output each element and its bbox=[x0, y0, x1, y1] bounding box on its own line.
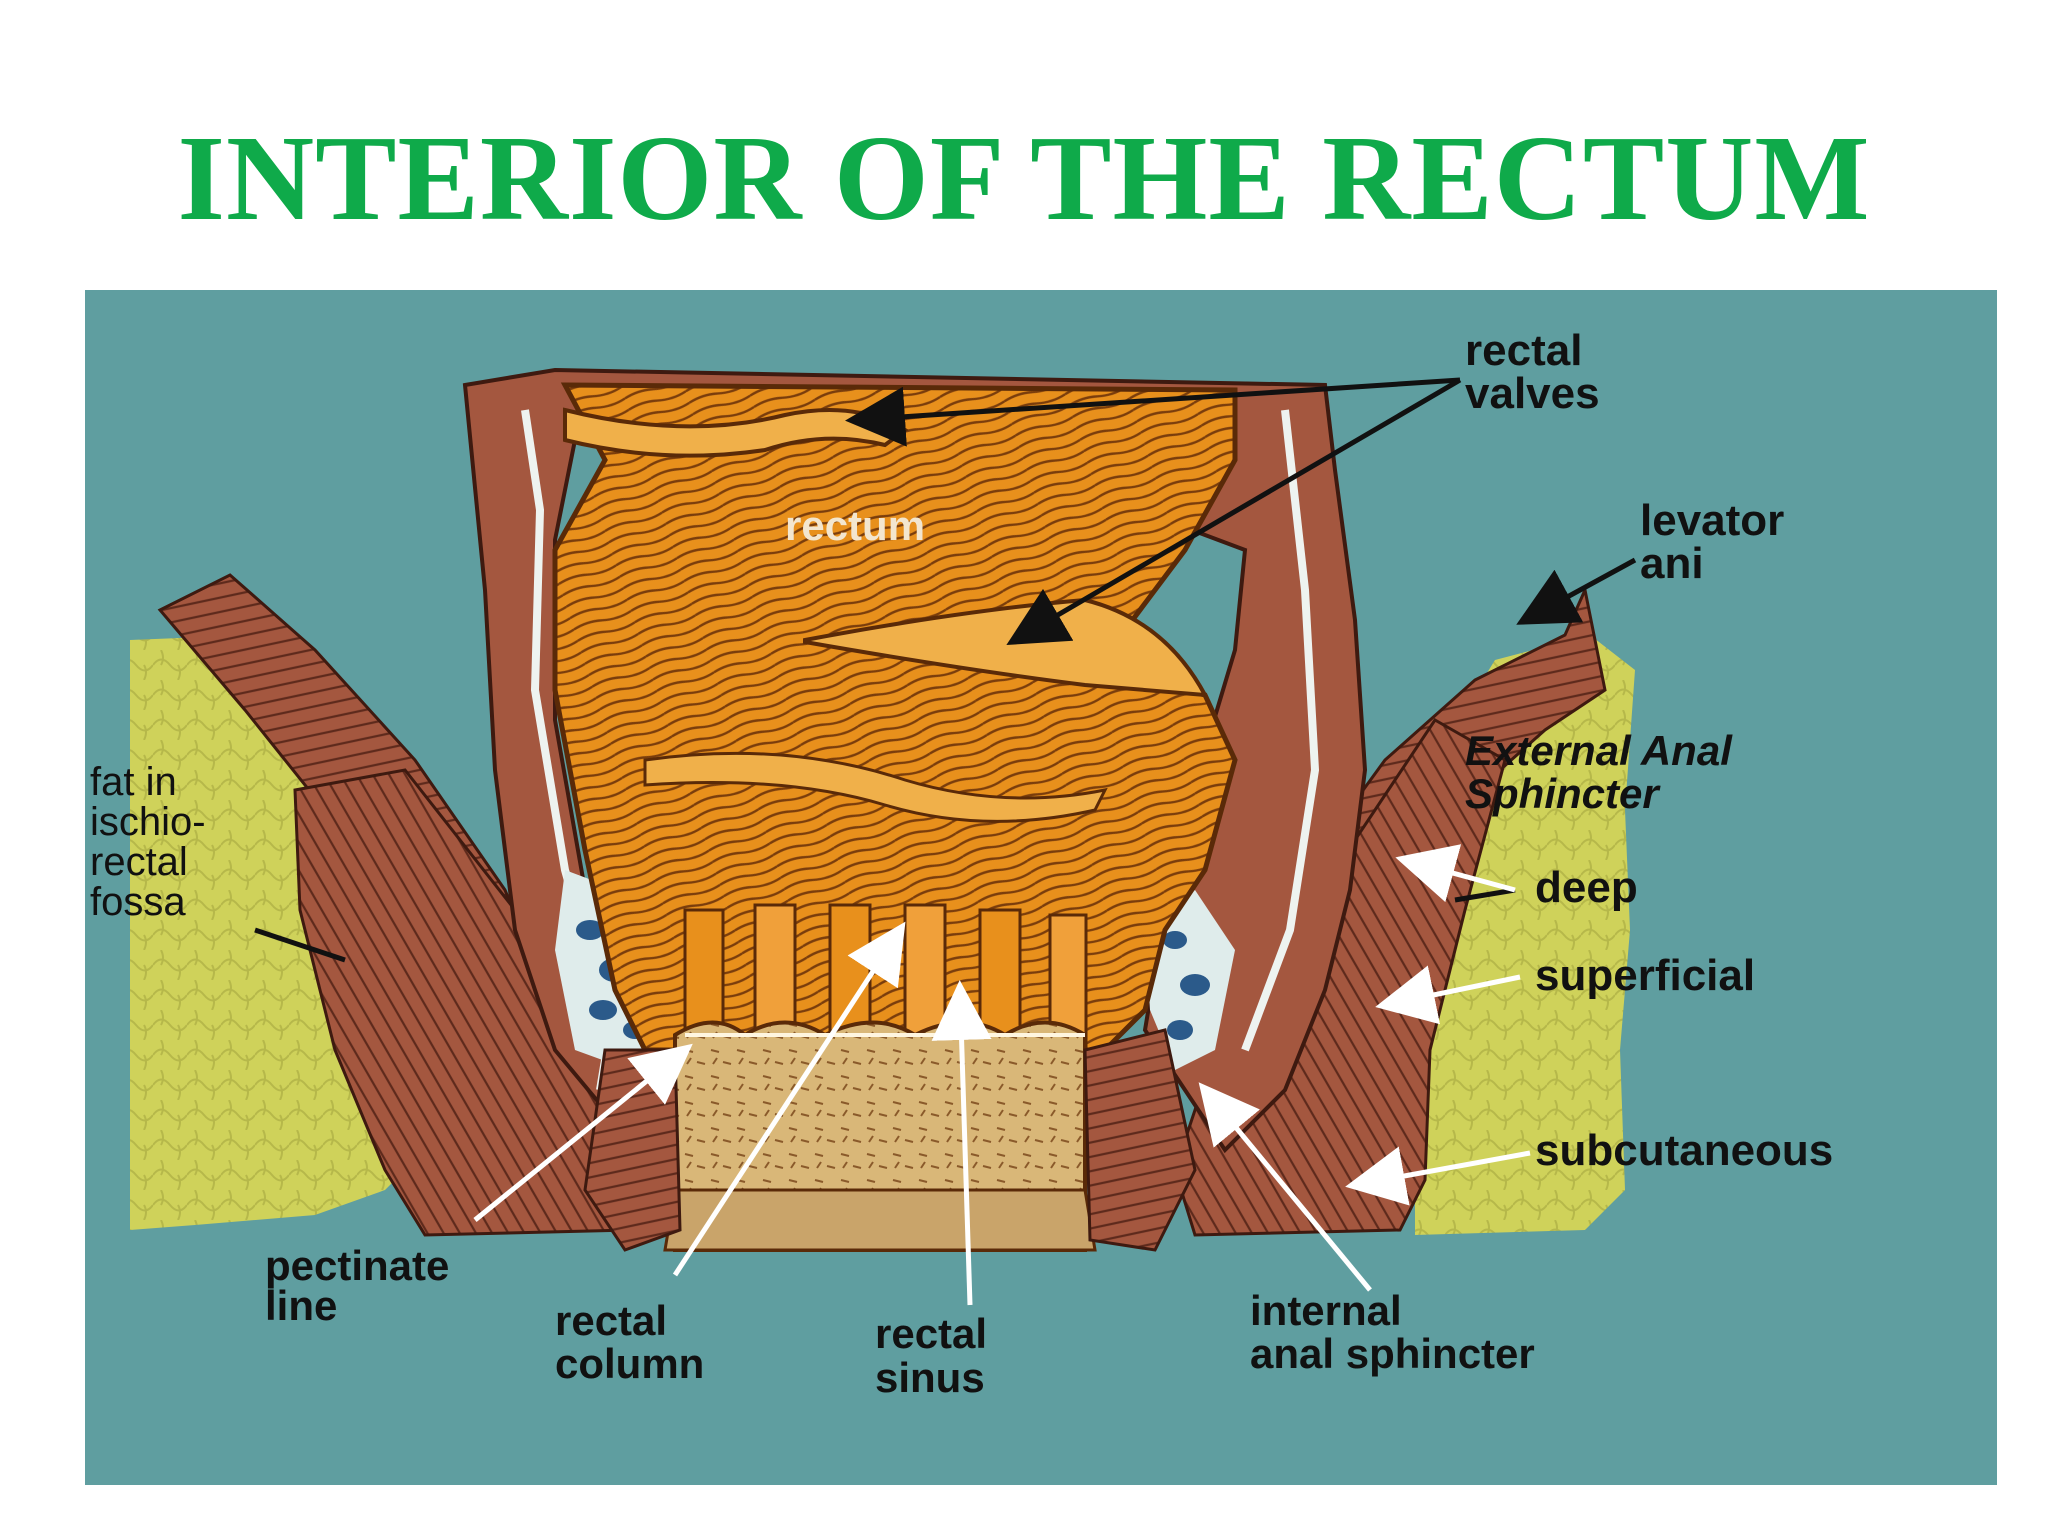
black-leader-lines bbox=[254, 377, 1637, 963]
label-pectinate-line2: line bbox=[265, 1282, 337, 1329]
label-rectal-sinus-line1: rectal bbox=[875, 1310, 987, 1357]
label-superficial: superficial bbox=[1535, 951, 1755, 1000]
label-fat-ischiorectal-fossa: fat in ischio- rectal fossa bbox=[90, 760, 217, 924]
rectum-anatomy-diagram: rectal valves levator ani rectum fat in … bbox=[85, 290, 1997, 1485]
label-pectinate-line1: pectinate bbox=[265, 1242, 449, 1289]
label-fat-line2: ischio- bbox=[90, 800, 206, 844]
slide-title: INTERIOR OF THE RECTUM bbox=[177, 111, 1871, 246]
label-rectal-column-line2: column bbox=[555, 1340, 704, 1387]
rectal-valve-middle bbox=[803, 597, 1209, 698]
rectum-lumen bbox=[552, 382, 1238, 1053]
label-rectum: rectum bbox=[785, 502, 925, 549]
label-fat-line4: fossa bbox=[90, 880, 186, 924]
label-fat-line1: fat in bbox=[90, 760, 177, 804]
rectal-valve-lower bbox=[643, 751, 1108, 823]
label-rectal-column: rectal column bbox=[555, 1297, 704, 1387]
label-rectal-valves-line1: rectal bbox=[1465, 326, 1582, 375]
right-rectal-vessels bbox=[1145, 890, 1235, 1070]
label-rectal-column-line1: rectal bbox=[555, 1297, 667, 1344]
label-fat-line3: rectal bbox=[90, 840, 188, 884]
label-rectal-valves: rectal valves bbox=[1465, 326, 1600, 418]
right-internal-sphincter bbox=[1083, 1028, 1197, 1252]
label-subcutaneous: subcutaneous bbox=[1535, 1126, 1833, 1175]
label-rectal-valves-line2: valves bbox=[1465, 369, 1600, 418]
anal-verge bbox=[663, 1188, 1097, 1252]
label-levator-ani: levator ani bbox=[1640, 496, 1797, 588]
rectal-wall-outer bbox=[462, 367, 1368, 1154]
label-external-anal-sphincter: External Anal Sphincter bbox=[1465, 727, 1744, 817]
label-rectal-sinus-line2: sinus bbox=[875, 1354, 985, 1401]
label-eas-line1: External Anal bbox=[1465, 727, 1733, 774]
label-ias-line2: anal sphincter bbox=[1250, 1330, 1535, 1377]
label-internal-anal-sphincter: internal anal sphincter bbox=[1250, 1287, 1535, 1377]
label-deep: deep bbox=[1535, 863, 1638, 912]
label-eas-line2: Sphincter bbox=[1465, 770, 1661, 817]
label-levator-ani-line2: ani bbox=[1640, 539, 1704, 588]
label-levator-ani-line1: levator bbox=[1640, 496, 1784, 545]
label-pectinate-line: pectinate line bbox=[265, 1242, 461, 1329]
white-leader-lines bbox=[473, 844, 1531, 1306]
label-rectal-sinus: rectal sinus bbox=[875, 1310, 999, 1401]
label-ias-line1: internal bbox=[1250, 1287, 1402, 1334]
